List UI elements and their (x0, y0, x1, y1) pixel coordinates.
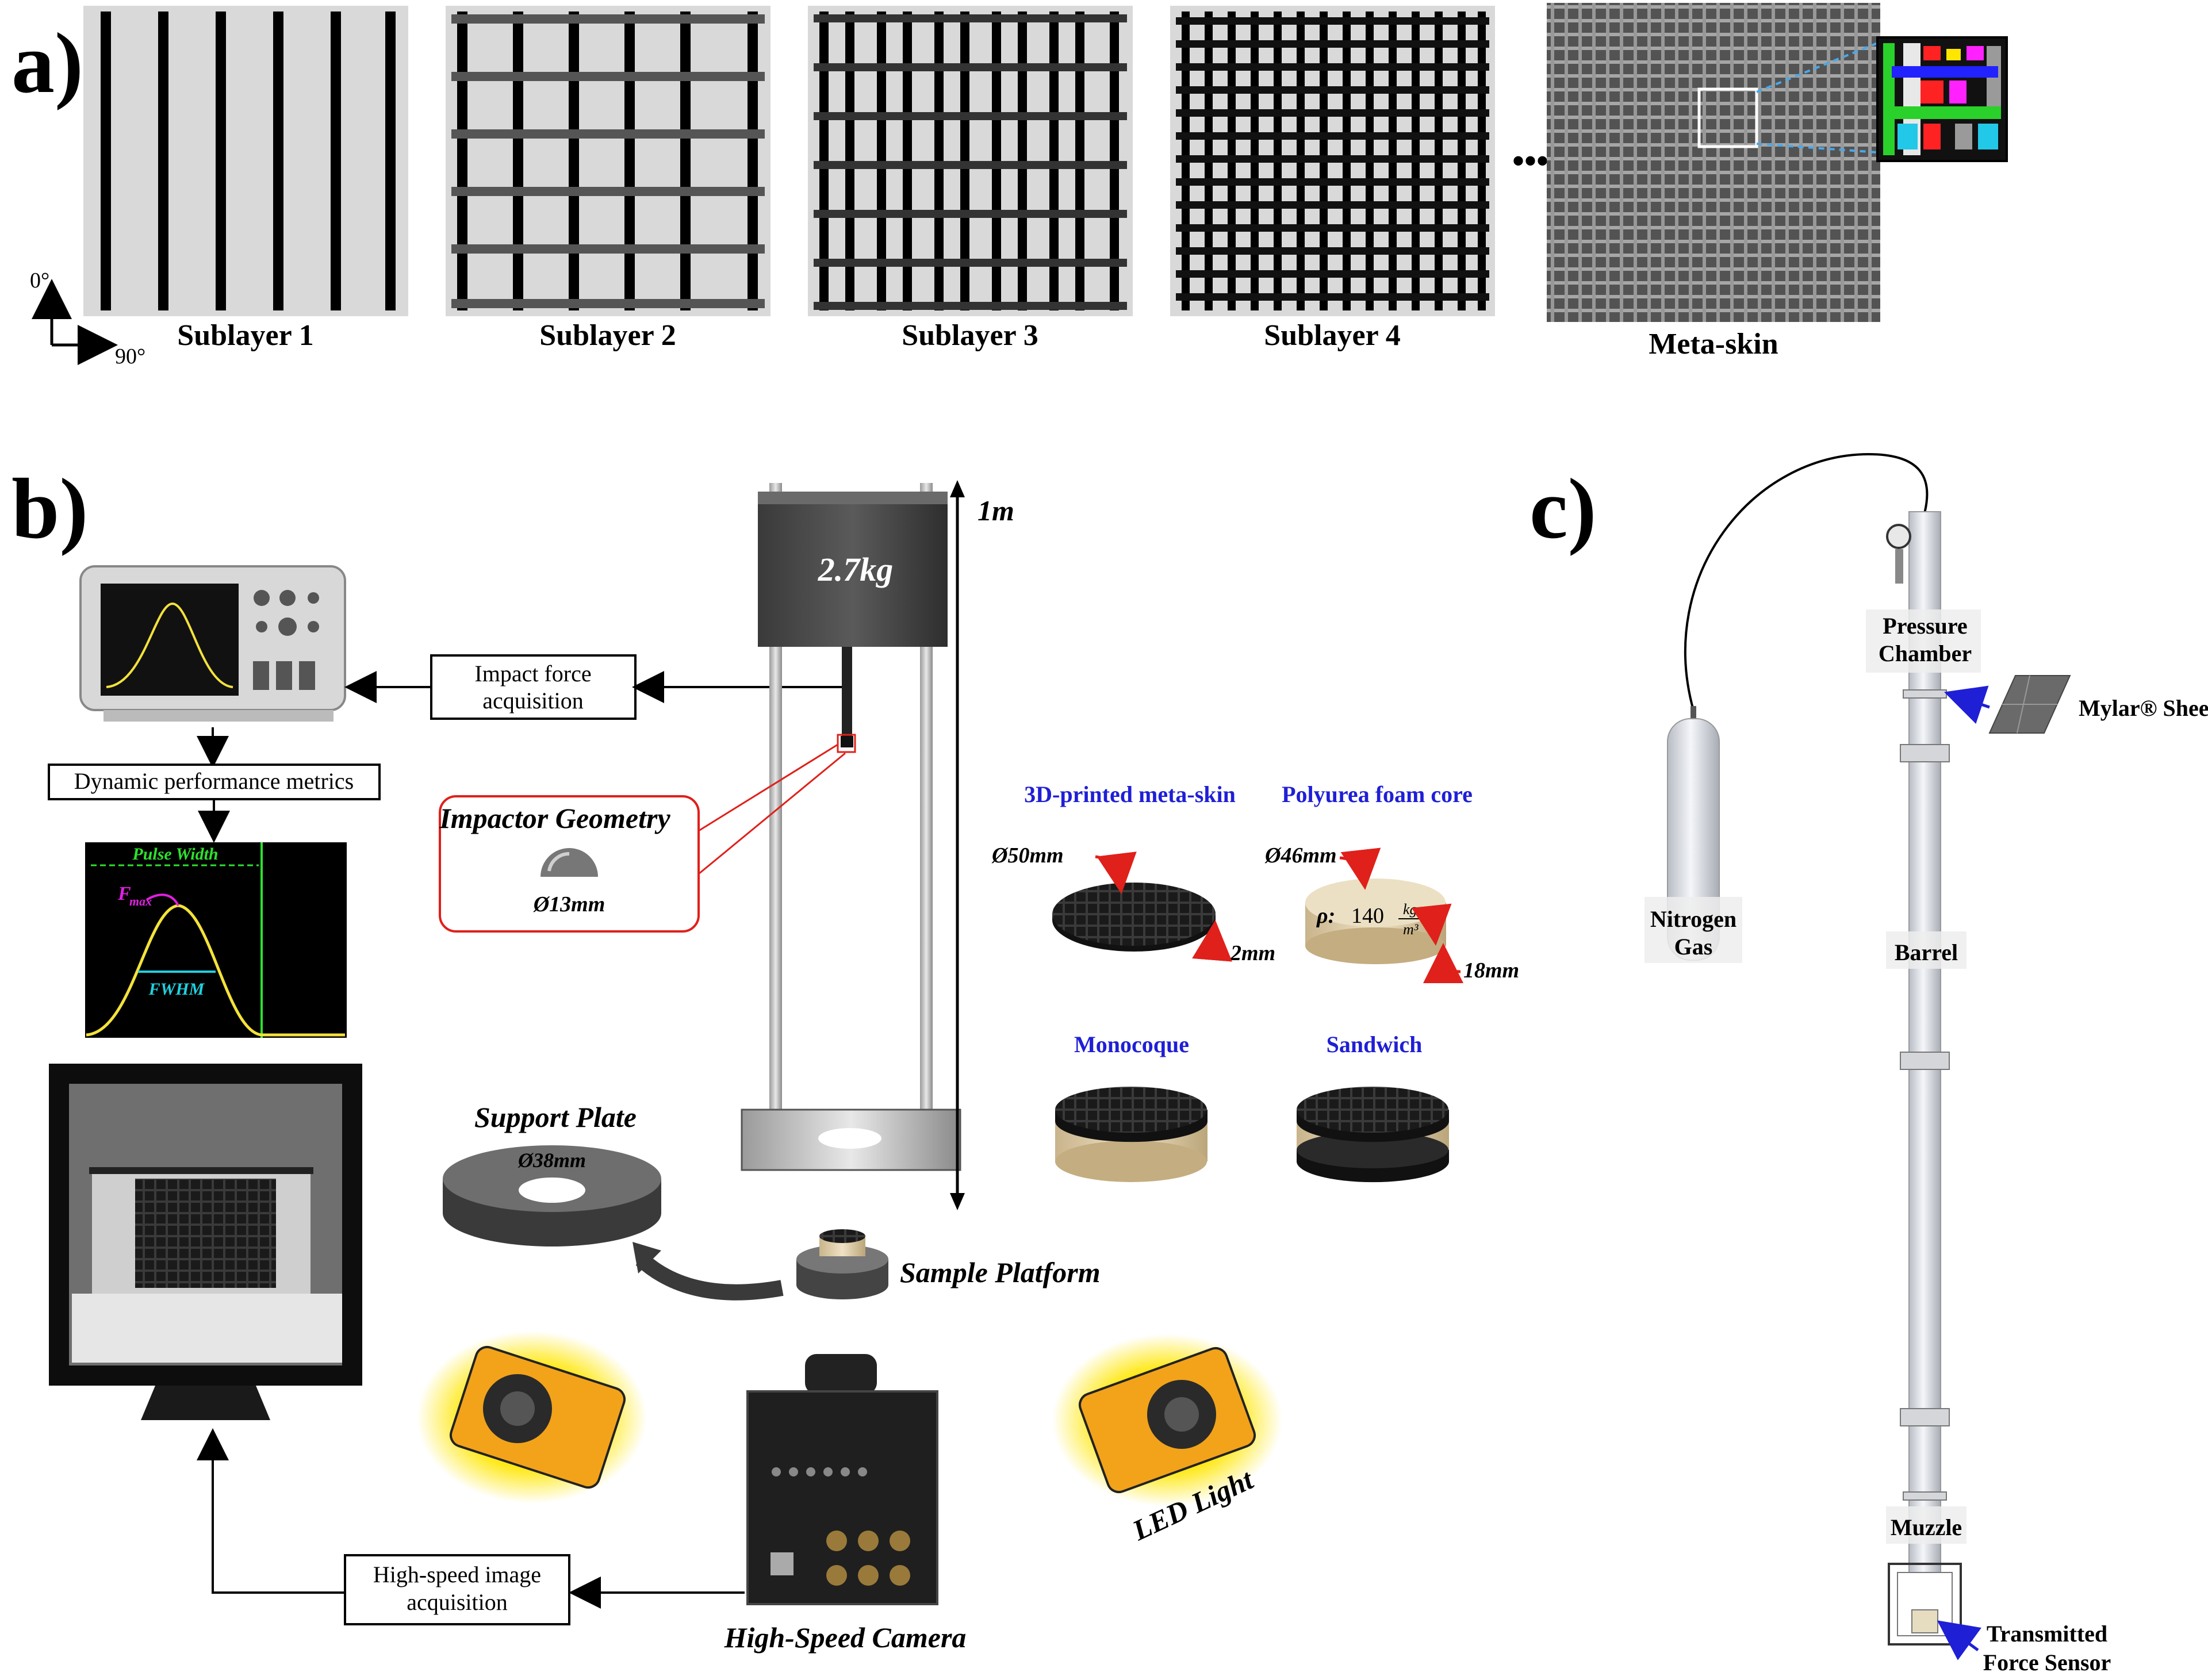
panel-b: b) Impact force acquisition Dynamic perf… (12, 461, 1519, 1654)
sublayer-2-image (446, 6, 770, 316)
meta-skin-disc-image (1052, 883, 1216, 952)
drop-tower-image (741, 483, 961, 1171)
height-label: 1m (977, 494, 1014, 527)
density-unit-numerator: kg (1403, 901, 1417, 918)
led-light-right-image (1052, 1334, 1282, 1506)
sublayer-2-caption: Sublayer 2 (539, 319, 676, 352)
foam-diameter: Ø46mm (1264, 843, 1337, 868)
impactor-diameter: Ø13mm (533, 892, 605, 916)
panel-c-letter: c) (1529, 461, 1597, 557)
sublayer-1-image (83, 6, 408, 316)
meta-skin-thickness-arrow (1192, 920, 1232, 962)
dynamic-performance-box: Dynamic performance metrics (48, 764, 381, 800)
foam-thickness-arrow-top (1411, 903, 1452, 946)
density-symbol: ρ: (1316, 904, 1335, 928)
mylar-sheet-label: Mylar® Sheet (2079, 695, 2208, 721)
impact-force-acquisition-box: Impact force acquisition (430, 654, 637, 720)
mylar-arrow (1944, 685, 1990, 724)
panel-a: a) (12, 3, 2008, 369)
mass-label: 2.7kg (818, 551, 894, 588)
orientation-axes: 0° 90° (30, 269, 145, 369)
ellipsis-text: ••• (1512, 142, 1548, 180)
curved-arrow-head (632, 1242, 661, 1274)
meta-skin-photo (1547, 3, 1880, 322)
sample-platform-image (796, 1229, 888, 1299)
force-sensor-arrow (1937, 1620, 1982, 1660)
axis-90-label: 90° (115, 344, 145, 369)
meta-skin-unit-cell-inset (1876, 36, 2008, 162)
led-light-left-image (417, 1331, 647, 1503)
arrow-image-box-to-monitor (197, 1428, 345, 1594)
fwhm-label: FWHM (148, 980, 205, 999)
barrel-image (1886, 511, 1962, 1646)
foam-thickness-arrow (1423, 943, 1464, 984)
barrel-label-bg (1886, 931, 1966, 969)
impactor-highlight-box (837, 734, 856, 753)
sample-platform-label: Sample Platform (900, 1256, 1101, 1288)
sublayer-1-caption: Sublayer 1 (177, 319, 313, 352)
density-unit-denominator: m³ (1403, 921, 1419, 938)
panel-c: c) Nitrogen Gas P (1529, 452, 2208, 1675)
muzzle-label-bg (1886, 1506, 1966, 1544)
nitrogen-cylinder-image (1644, 706, 1742, 963)
meta-skin-thickness: 2mm (1230, 941, 1275, 965)
pressure-chamber-line2: Chamber (1879, 640, 1972, 666)
meta-skin-caption: Meta-skin (1649, 328, 1778, 360)
high-speed-camera-label: High-Speed Camera (724, 1621, 967, 1654)
meta-skin-diameter-arrow (1095, 851, 1137, 894)
callout-line-bottom (698, 752, 846, 875)
panel-b-letter: b) (12, 461, 88, 557)
image-acquisition-box: High-speed image acquisition (344, 1554, 570, 1625)
sublayer-3-caption: Sublayer 3 (902, 319, 1038, 352)
callout-line-top (698, 743, 838, 832)
gas-hose (1684, 452, 1929, 711)
pulse-plot: Pulse Width F max FWHM (85, 842, 347, 1038)
meta-skin-sample-title: 3D-printed meta-skin (1024, 781, 1236, 807)
force-sensor-line2: Force Sensor (1983, 1650, 2111, 1675)
height-arrow (950, 480, 965, 1210)
mylar-sheet-image (1988, 675, 2071, 734)
impactor-geometry-title: Impactor Geometry (439, 802, 670, 834)
monocoque-sample-image (1055, 1087, 1208, 1182)
oscilloscope-image (79, 565, 346, 722)
sublayer-3-image (808, 6, 1133, 316)
sublayer-4-caption: Sublayer 4 (1264, 319, 1400, 352)
support-plate-image (443, 1145, 661, 1246)
sandwich-sample-image (1297, 1087, 1449, 1183)
density-value: 140 (1351, 904, 1384, 928)
foam-core-disc-image (1305, 879, 1446, 964)
support-plate-label: Support Plate (474, 1101, 637, 1133)
pressure-chamber-label-bg (1866, 609, 1981, 673)
sublayer-4-image (1170, 6, 1495, 316)
high-speed-camera-image (746, 1354, 938, 1605)
image-acquisition-line1: High-speed image (373, 1562, 541, 1587)
fmax-label: F (117, 883, 131, 904)
sandwich-title: Sandwich (1327, 1031, 1423, 1057)
force-sensor-line1: Transmitted (1987, 1621, 2107, 1647)
foam-thickness: 18mm (1463, 958, 1519, 983)
curved-arrow (635, 1253, 784, 1301)
impact-force-line2: acquisition (482, 688, 584, 714)
nitrogen-gas-line2: Gas (1674, 934, 1713, 960)
pulse-width-label: Pulse Width (132, 845, 218, 864)
monocoque-title: Monocoque (1074, 1031, 1189, 1057)
support-plate-diameter: Ø38mm (518, 1149, 586, 1172)
barrel-label: Barrel (1895, 939, 1958, 965)
dynamic-performance-label: Dynamic performance metrics (74, 768, 354, 794)
foam-core-sample-title: Polyurea foam core (1282, 781, 1473, 807)
pressure-chamber-line1: Pressure (1883, 613, 1967, 639)
impactor-geometry-callout (439, 795, 700, 933)
meta-skin-diameter: Ø50mm (991, 843, 1064, 868)
nitrogen-gas-line1: Nitrogen (1650, 906, 1736, 932)
fmax-subscript: max (129, 894, 152, 908)
foam-diameter-arrow (1339, 847, 1381, 890)
axis-0-label: 0° (30, 269, 49, 293)
image-acquisition-line2: acquisition (407, 1589, 508, 1615)
panel-a-letter: a) (12, 16, 83, 111)
muzzle-label: Muzzle (1891, 1514, 1962, 1540)
monitor-image (49, 1064, 362, 1420)
impact-force-line1: Impact force (474, 661, 591, 686)
